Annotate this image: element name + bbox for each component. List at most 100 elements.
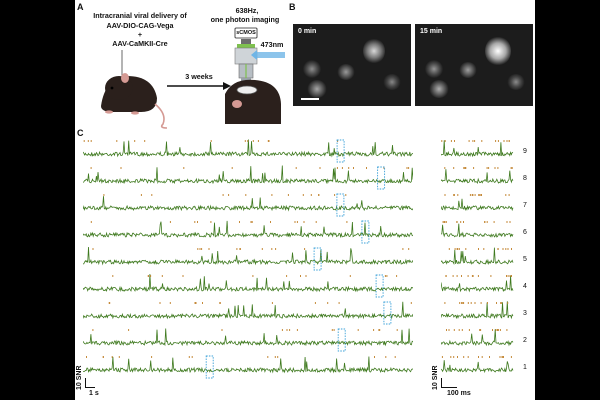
spike-marker	[500, 302, 502, 304]
spike-marker	[202, 302, 203, 304]
voltage-trace	[83, 220, 413, 239]
right-scale-bar-horizontal	[441, 387, 457, 389]
trace-number-label: 2	[523, 337, 527, 344]
spike-marker	[169, 302, 171, 304]
voltage-trace	[83, 328, 413, 347]
spike-marker	[472, 194, 474, 196]
time-label-left: 0 min	[298, 28, 317, 35]
zoom-region-box	[375, 274, 384, 298]
spike-marker	[495, 329, 497, 331]
spike-marker	[507, 248, 509, 250]
spike-marker	[275, 248, 277, 250]
spike-marker	[453, 329, 455, 331]
spike-marker	[406, 167, 408, 169]
trace-number-label: 5	[523, 256, 527, 263]
spike-marker	[252, 140, 254, 142]
neuron-blob	[425, 60, 443, 78]
spike-marker	[257, 140, 259, 142]
spike-marker	[501, 302, 503, 304]
spike-marker	[252, 275, 254, 277]
spike-marker	[456, 248, 458, 250]
spike-marker	[497, 248, 499, 250]
spike-marker	[379, 329, 381, 331]
spike-marker	[194, 221, 196, 223]
spike-marker	[478, 356, 479, 358]
spike-marker	[463, 221, 464, 223]
spike-marker	[303, 221, 305, 223]
neuron-blob	[485, 36, 511, 66]
spike-marker	[161, 275, 163, 277]
voltage-trace	[83, 196, 413, 212]
spike-marker	[510, 356, 512, 358]
voltage-trace	[441, 169, 514, 184]
spike-marker	[353, 167, 354, 169]
spike-marker	[499, 329, 501, 331]
zoom-region-box	[383, 301, 392, 325]
spike-marker	[294, 221, 296, 223]
spike-marker	[277, 356, 279, 358]
spike-marker	[468, 329, 470, 331]
spike-marker	[487, 302, 488, 304]
spike-marker	[493, 221, 495, 223]
spike-marker	[456, 221, 458, 223]
spike-marker	[506, 221, 508, 223]
micrograph-15-min: 15 min	[415, 24, 533, 106]
camera-label: sCMOS	[236, 30, 256, 36]
spike-marker	[286, 275, 288, 277]
spike-marker	[210, 140, 212, 142]
spike-marker	[489, 356, 490, 358]
voltage-trace	[83, 301, 413, 320]
spike-marker	[481, 356, 483, 358]
spike-marker	[503, 356, 504, 358]
figure-panel: A Intracranial viral delivery of AAV-DIO…	[75, 0, 535, 400]
spike-marker	[472, 275, 474, 277]
spike-marker	[461, 275, 462, 277]
spike-marker	[314, 302, 316, 304]
spike-marker	[458, 329, 460, 331]
spike-marker	[194, 302, 196, 304]
spike-marker	[497, 329, 498, 331]
spike-marker	[506, 329, 508, 331]
spike-marker	[454, 140, 455, 142]
spike-marker	[509, 221, 511, 223]
spike-marker	[348, 167, 350, 169]
spike-marker	[480, 302, 482, 304]
spike-marker	[267, 140, 269, 142]
spike-marker	[461, 329, 463, 331]
spike-marker	[464, 167, 466, 169]
spike-marker	[378, 329, 380, 331]
spike-marker	[408, 167, 410, 169]
panel-b-letter: B	[289, 2, 296, 12]
microscope-illustration	[225, 27, 285, 124]
neuron-blob	[383, 74, 401, 90]
spike-marker	[251, 221, 253, 223]
voltage-trace	[441, 275, 514, 293]
spike-marker	[345, 194, 347, 196]
spike-marker	[116, 140, 118, 142]
spike-marker	[505, 194, 507, 196]
spike-marker	[305, 275, 307, 277]
spike-marker	[486, 221, 488, 223]
spike-marker	[465, 248, 467, 250]
left-scale-bar-vertical	[85, 378, 87, 388]
neuron-blob	[459, 62, 477, 78]
spike-marker	[473, 167, 475, 169]
spike-marker	[219, 302, 221, 304]
trace-number-label: 9	[523, 148, 527, 155]
right-scale-y-label: 10 SNR	[432, 365, 439, 390]
spike-marker	[128, 329, 130, 331]
spike-marker	[457, 356, 458, 358]
spike-marker	[471, 194, 473, 196]
spike-marker	[444, 302, 446, 304]
spike-marker	[506, 275, 507, 277]
spike-marker	[441, 140, 443, 142]
spike-marker	[502, 248, 504, 250]
spike-marker	[486, 167, 488, 169]
spike-marker	[268, 140, 270, 142]
spike-marker	[373, 329, 375, 331]
spike-marker	[457, 248, 459, 250]
spike-marker	[408, 248, 410, 250]
mouse-illustration-left	[101, 50, 168, 129]
spike-marker	[443, 221, 445, 223]
spike-marker	[191, 356, 193, 358]
